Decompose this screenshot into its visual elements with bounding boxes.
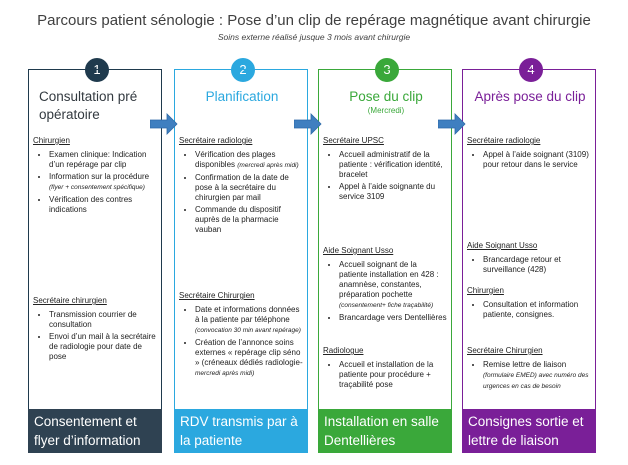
section-1: Secrétaire ChirurgienDate et information… (179, 285, 303, 381)
stage-title-text: Planification (205, 89, 279, 104)
section-1: Secrétaire chirurgienTransmission courri… (33, 290, 157, 364)
item-text: Appel à l’aide soignant (3109) pour reto… (483, 150, 589, 169)
bullet-list: Brancardage retour et surveillance (428) (467, 255, 591, 275)
stage-title: Après pose du clip (469, 88, 591, 106)
flow-arrow-icon (438, 113, 466, 135)
section-title: Radiologue (323, 346, 364, 355)
list-item: Accueil administratif de la patiente : v… (339, 150, 447, 180)
section-0: Secrétaire UPSC Accueil administratif de … (323, 130, 447, 204)
list-item: Information sur la procédure (flyer + co… (49, 172, 157, 193)
item-note: mercredi après midi) (195, 370, 255, 377)
item-text: Accueil et installation de la patiente p… (339, 360, 434, 389)
section-0: ChirurgienExamen clinique: Indication d’… (33, 130, 157, 217)
list-item: Appel à l’aide soignant (3109) pour reto… (483, 150, 591, 170)
section-title: Aide Soignant Usso (467, 241, 538, 250)
section-1: Aide Soignant UssoBrancardage retour et … (467, 235, 591, 277)
bullet-list: Remise lettre de liaison (formulaire EME… (467, 360, 591, 392)
item-text: Envoi d’un mail à la secrétaire de radio… (49, 332, 156, 361)
bullet-list: Vérification des plages disponibles (mer… (179, 150, 303, 235)
bullet-list: Consultation et information patiente, co… (467, 300, 591, 320)
list-item: Commande du dispositif auprès de la phar… (195, 205, 303, 235)
stage-1: Consultation pré opératoireChirurgienExa… (28, 69, 162, 453)
section-title: Secrétaire radiologie (467, 136, 541, 145)
stage-3: Pose du clip (Mercredi) Secrétaire UPSC Acc… (318, 69, 452, 453)
section-2: RadiologueAccueil et installation de la … (323, 340, 447, 392)
section-title: Aide Soignant Usso (323, 246, 394, 255)
stage-footer: Consignes sortie et lettre de liaison (462, 409, 596, 453)
list-item: Envoi d’un mail à la secrétaire de radio… (49, 332, 157, 362)
list-item: Accueil soignant de la patiente installa… (339, 260, 447, 311)
list-item: Remise lettre de liaison (formulaire EME… (483, 360, 591, 392)
section-1: Aide Soignant UssoAccueil soignant de la… (323, 240, 447, 325)
stage-title-text: Après pose du clip (474, 89, 586, 104)
item-text: Date et informations données à la patien… (195, 305, 300, 324)
section-title: Secrétaire Chirurgien (467, 346, 543, 355)
item-text: Accueil soignant de la patiente installa… (339, 260, 439, 299)
diagram-subtitle: Soins externe réalisé jusque 3 mois avan… (217, 32, 411, 42)
item-note: (formulaire EMED) avec numéro des urgenc… (483, 372, 589, 390)
list-item: Création de l’annonce soins externes « r… (195, 338, 303, 379)
item-text: Vérification des plages disponibles (195, 150, 276, 169)
section-title: Chirurgien (467, 286, 504, 295)
list-item: Vérification des contres indications (49, 195, 157, 215)
bullet-list: Appel à l’aide soignant (3109) pour reto… (467, 150, 591, 170)
item-text: Remise lettre de liaison (483, 360, 567, 369)
stage-title: Pose du clip (Mercredi) (325, 88, 447, 116)
list-item: Date et informations données à la patien… (195, 305, 303, 336)
bullet-list: Transmission courrier de consultationEnv… (33, 310, 157, 362)
list-item: Brancardage vers Dentellières (339, 313, 447, 323)
section-title: Secrétaire chirurgien (33, 296, 107, 305)
bullet-list: Accueil soignant de la patiente installa… (323, 260, 447, 323)
item-text: Commande du dispositif auprès de la phar… (195, 205, 281, 234)
bullet-list: Examen clinique: Indication d’un repérag… (33, 150, 157, 215)
stage-footer: Consentement et flyer d’information (28, 409, 162, 453)
section-2: ChirurgienConsultation et information pa… (467, 280, 591, 322)
item-text: Brancardage retour et surveillance (428) (483, 255, 561, 274)
item-text: Accueil administratif de la patiente : v… (339, 150, 443, 179)
item-text: Information sur la procédure (49, 172, 150, 181)
section-3: Secrétaire ChirurgienRemise lettre de li… (467, 340, 591, 394)
item-text: Confirmation de la date de pose à la sec… (195, 173, 289, 202)
list-item: Examen clinique: Indication d’un repérag… (49, 150, 157, 170)
stage-footer: RDV transmis par à la patiente (174, 409, 308, 453)
item-text: Appel à l’aide soignante du service 3109 (339, 182, 436, 201)
list-item: Transmission courrier de consultation (49, 310, 157, 330)
flow-arrow-icon (150, 113, 178, 135)
stage-subtitle: (Mercredi) (367, 106, 405, 115)
item-note: (convocation 30 min avant repérage) (195, 327, 301, 334)
list-item: Vérification des plages disponibles (mer… (195, 150, 303, 171)
flow-arrow-icon (294, 113, 322, 135)
section-title: Secrétaire radiologie (179, 136, 253, 145)
list-item: Consultation et information patiente, co… (483, 300, 591, 320)
section-title: Secrétaire Chirurgien (179, 291, 255, 300)
bullet-list: Accueil administratif de la patiente : v… (323, 150, 447, 202)
item-text: Examen clinique: Indication d’un repérag… (49, 150, 147, 169)
section-title: Chirurgien (33, 136, 70, 145)
item-note: (consentement+ fiche traçabilité) (339, 302, 434, 309)
stage-title-text: Pose du clip (349, 89, 423, 104)
item-text: Transmission courrier de consultation (49, 310, 137, 329)
item-text: Création de l’annonce soins externes « r… (195, 338, 303, 367)
stage-footer: Installation en salle Dentellières (318, 409, 452, 453)
bullet-list: Date et informations données à la patien… (179, 305, 303, 379)
stage-title-text: Consultation pré opératoire (39, 89, 138, 122)
item-note: (mercredi après midi) (237, 162, 299, 169)
item-note: (flyer + consentement spécifique) (49, 184, 145, 191)
stage-title: Consultation pré opératoire (39, 88, 157, 124)
section-title: Secrétaire UPSC (323, 136, 384, 145)
list-item: Confirmation de la date de pose à la sec… (195, 173, 303, 203)
stage-title: Planification (181, 88, 303, 106)
section-0: Secrétaire radiologieVérification des pl… (179, 130, 303, 237)
item-text: Consultation et information patiente, co… (483, 300, 579, 319)
item-text: Vérification des contres indications (49, 195, 133, 214)
list-item: Appel à l’aide soignante du service 3109 (339, 182, 447, 202)
diagram-title: Parcours patient sénologie : Pose d’un c… (37, 12, 591, 29)
section-0: Secrétaire radiologieAppel à l’aide soig… (467, 130, 591, 172)
bullet-list: Accueil et installation de la patiente p… (323, 360, 447, 390)
item-text: Brancardage vers Dentellières (339, 313, 447, 322)
list-item: Accueil et installation de la patiente p… (339, 360, 447, 390)
list-item: Brancardage retour et surveillance (428) (483, 255, 591, 275)
